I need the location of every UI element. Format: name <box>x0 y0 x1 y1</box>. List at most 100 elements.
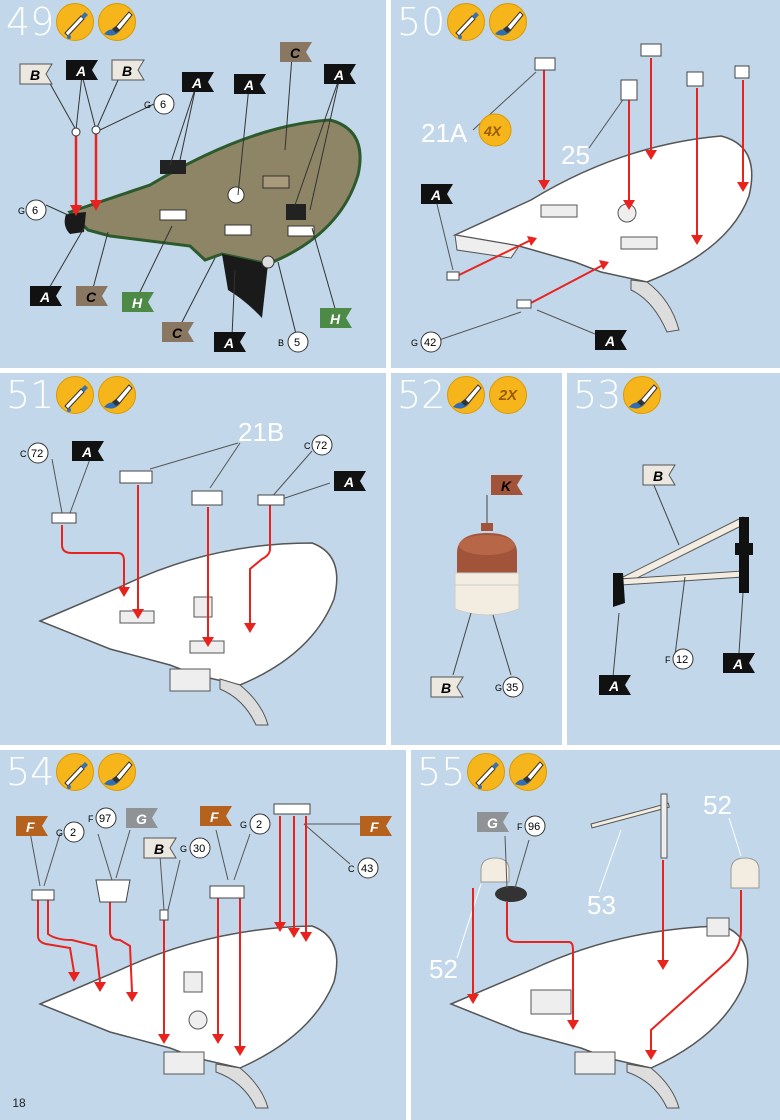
flag-a: A <box>66 60 98 80</box>
svg-text:H: H <box>330 311 341 327</box>
svg-text:C: C <box>172 325 183 341</box>
flag-g: G <box>477 812 509 832</box>
svg-text:G: G <box>18 206 25 216</box>
glue-icon <box>56 3 94 41</box>
svg-text:A: A <box>223 335 234 351</box>
flag-a: A <box>182 72 214 92</box>
flag-f: F <box>360 816 392 836</box>
svg-text:G: G <box>240 820 247 830</box>
step-number: 55 <box>417 750 466 794</box>
step-number: 54 <box>6 750 55 794</box>
page-number: 18 <box>4 1090 34 1116</box>
flag-b: B <box>430 676 464 698</box>
paint-brush-icon <box>98 376 136 414</box>
part-21b-label: 21B <box>238 417 284 447</box>
svg-text:6: 6 <box>32 205 38 217</box>
paint-brush-icon <box>509 753 547 791</box>
svg-text:12: 12 <box>676 654 688 666</box>
flag-a: A <box>234 74 266 94</box>
svg-text:A: A <box>430 187 441 203</box>
glue-icon <box>56 753 94 791</box>
svg-text:F: F <box>26 819 35 835</box>
part-callout-f12: F 12 <box>665 648 694 670</box>
svg-text:A: A <box>604 333 615 349</box>
flag-a: A <box>214 332 246 352</box>
svg-text:G: G <box>411 338 418 348</box>
part-callout-g35: G 35 <box>495 676 524 698</box>
flag-b: B <box>19 63 53 85</box>
svg-text:G: G <box>495 683 502 693</box>
svg-text:F: F <box>370 819 379 835</box>
flag-a: A <box>334 471 366 491</box>
svg-text:A: A <box>39 289 50 305</box>
step-number: 53 <box>573 373 622 417</box>
svg-text:72: 72 <box>31 448 43 460</box>
svg-text:F: F <box>517 822 523 832</box>
step-52-diagram: K B G 35 <box>430 475 524 698</box>
svg-text:G: G <box>180 844 187 854</box>
flag-a: A <box>595 330 627 350</box>
svg-text:K: K <box>501 478 512 494</box>
svg-text:G: G <box>56 828 63 838</box>
svg-text:G: G <box>144 100 151 110</box>
svg-text:C: C <box>20 449 27 459</box>
svg-text:72: 72 <box>315 440 327 452</box>
flag-a: A <box>324 64 356 84</box>
svg-text:35: 35 <box>506 682 518 694</box>
svg-text:6: 6 <box>160 99 166 111</box>
flag-b: B <box>111 59 145 81</box>
svg-text:A: A <box>243 77 254 93</box>
flag-f: F <box>16 816 48 836</box>
step-number: 51 <box>6 373 55 417</box>
paint-brush-icon <box>489 3 527 41</box>
glue-icon <box>447 3 485 41</box>
flag-a: A <box>723 653 755 673</box>
svg-text:F: F <box>665 655 671 665</box>
step-icons: 2X <box>447 376 527 414</box>
step-icons <box>447 3 527 41</box>
glue-icon <box>467 753 505 791</box>
step-icons <box>467 753 547 791</box>
step-number: 50 <box>397 0 446 44</box>
flag-h: H <box>320 308 352 328</box>
flag-k: K <box>491 475 523 495</box>
part-25-label: 25 <box>561 140 590 170</box>
svg-text:2: 2 <box>70 827 76 839</box>
svg-text:A: A <box>343 474 354 490</box>
paint-brush-icon <box>98 3 136 41</box>
step-number: 49 <box>6 0 55 44</box>
part-callout-g42: G 42 <box>411 331 442 353</box>
svg-text:B: B <box>122 63 132 79</box>
svg-text:42: 42 <box>424 337 436 349</box>
svg-text:5: 5 <box>294 337 300 349</box>
svg-text:C: C <box>290 45 301 61</box>
quantity-badge: 2X <box>489 376 527 414</box>
flag-g: G <box>126 808 158 828</box>
svg-text:2: 2 <box>256 819 262 831</box>
flag-f: F <box>200 806 232 826</box>
step-icons <box>56 3 136 41</box>
part-callout-c72: C 72 <box>20 442 49 464</box>
flag-a: A <box>599 675 631 695</box>
step-icons <box>623 376 661 414</box>
svg-text:B: B <box>441 680 451 696</box>
svg-text:C: C <box>86 289 97 305</box>
paint-brush-icon <box>623 376 661 414</box>
part-53-label: 53 <box>587 890 616 920</box>
